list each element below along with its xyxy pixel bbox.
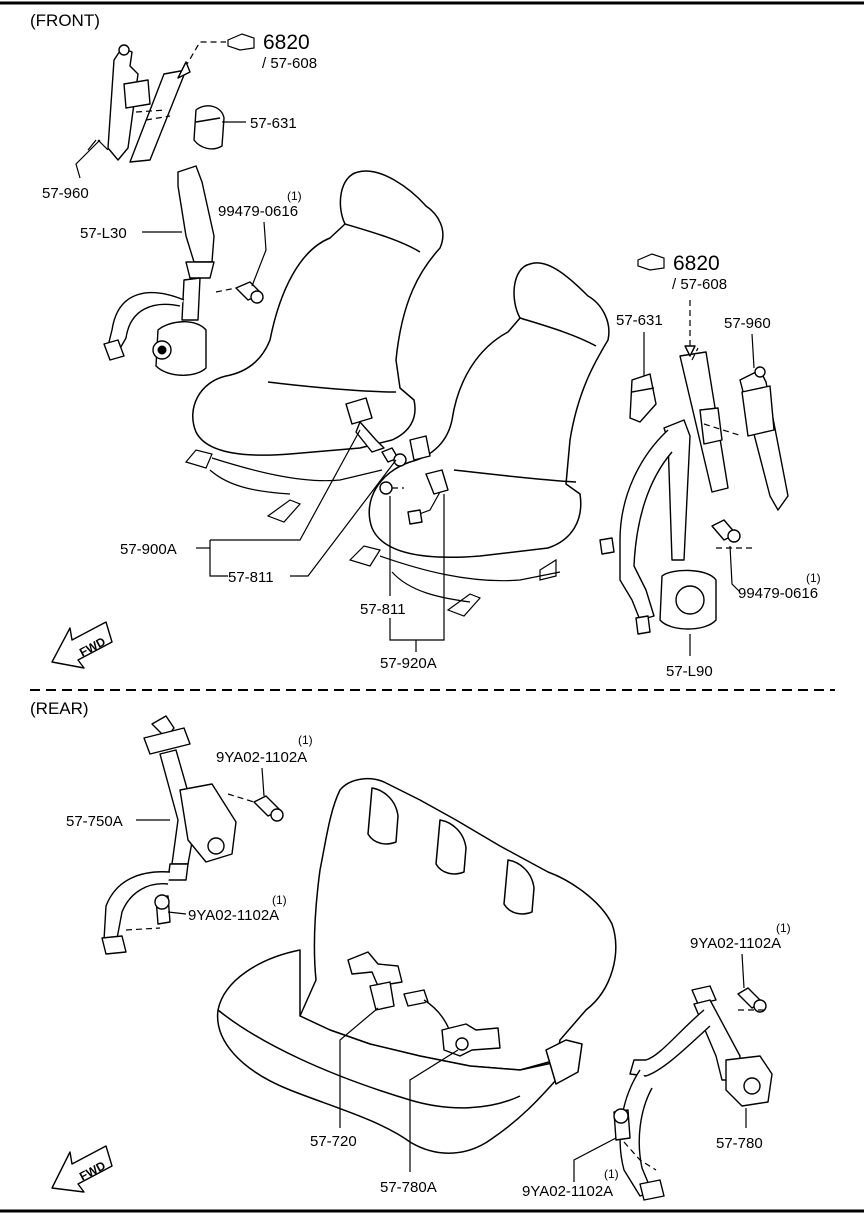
label-f-99479-left: 99479-0616 bbox=[218, 203, 298, 220]
front-right-height-adjuster-57-960 bbox=[703, 366, 789, 511]
label-f-57-l30: 57-L30 bbox=[80, 225, 127, 242]
label-f-57-631-left: 57-631 bbox=[250, 115, 297, 132]
qty-r-9ya02-a: (1) bbox=[298, 733, 313, 747]
front-right-cover-57-631 bbox=[629, 373, 657, 423]
ref-left-sub: / 57-608 bbox=[262, 55, 317, 72]
label-r-9ya02-a: 9YA02-1102A bbox=[216, 749, 307, 766]
label-f-57-l90: 57-L90 bbox=[666, 663, 713, 680]
leader-r-9ya02-c bbox=[741, 953, 745, 989]
label-f-57-920a: 57-920A bbox=[380, 655, 437, 672]
rear-fwd-arrow: FWD bbox=[51, 1145, 113, 1193]
leader-f-57-960-left bbox=[75, 139, 101, 179]
qty-r-9ya02-c: (1) bbox=[776, 921, 791, 935]
front-left-belt-57-l30 bbox=[103, 165, 215, 376]
rear-buckle-57-720 bbox=[347, 951, 403, 1011]
section-title-rear: (REAR) bbox=[30, 699, 89, 718]
label-r-9ya02-b: 9YA02-1102A bbox=[188, 907, 279, 924]
label-r-57-780a: 57-780A bbox=[380, 1179, 437, 1196]
leader-r-57-720 bbox=[339, 1007, 379, 1128]
ref-right-main: 6820 bbox=[673, 252, 720, 275]
label-f-57-900a: 57-900A bbox=[120, 541, 177, 558]
ref-right-sub: / 57-608 bbox=[672, 276, 727, 293]
label-r-57-750a: 57-750A bbox=[66, 813, 123, 830]
front-left-ref-6820: 6820 / 57-608 bbox=[177, 31, 317, 79]
front-left-bolt-99479-0616 bbox=[215, 281, 264, 304]
leader-f-57-900a bbox=[210, 429, 361, 541]
leader-f-57-960-right bbox=[751, 333, 755, 369]
rear-right-bolt-lower bbox=[613, 1108, 657, 1171]
leader-f-57-900a-bracket bbox=[209, 540, 228, 577]
leader-f-57-920a bbox=[389, 494, 445, 641]
rear-left-belt-57-750a bbox=[101, 715, 237, 955]
rear-left-bolt-upper bbox=[227, 793, 284, 822]
label-r-9ya02-c: 9YA02-1102A bbox=[690, 935, 781, 952]
rear-left-bolt-lower bbox=[125, 894, 171, 931]
front-passenger-buckle-57-920a bbox=[379, 435, 449, 525]
front-right-pillar-trim-57-608 bbox=[679, 347, 729, 493]
label-f-57-811-a: 57-811 bbox=[228, 569, 274, 586]
front-left-pillar-trim-57-608 bbox=[129, 69, 187, 163]
label-r-57-720: 57-720 bbox=[310, 1133, 357, 1150]
leader-r-9ya02-b bbox=[167, 911, 187, 915]
front-fwd-arrow: FWD bbox=[51, 621, 113, 669]
label-f-57-631-right: 57-631 bbox=[616, 312, 663, 329]
rear-right-bolt-upper bbox=[737, 987, 767, 1013]
front-right-bolt-99479-0616 bbox=[711, 519, 752, 549]
label-f-57-811-b: 57-811 bbox=[360, 601, 406, 618]
qty-f-99479-left: (1) bbox=[287, 189, 302, 203]
leader-r-9ya02-d bbox=[573, 1137, 617, 1182]
qty-r-9ya02-b: (1) bbox=[272, 893, 287, 907]
front-left-height-adjuster-57-960 bbox=[87, 44, 151, 161]
front-right-belt-57-l90 bbox=[599, 419, 717, 635]
section-title-front: (FRONT) bbox=[30, 11, 100, 30]
leader-f-99479-left bbox=[251, 221, 267, 287]
label-r-57-780: 57-780 bbox=[716, 1135, 763, 1152]
qty-r-9ya02-d: (1) bbox=[604, 1167, 619, 1181]
leader-r-9ya02-a bbox=[261, 767, 265, 797]
rear-bench-seat bbox=[216, 777, 617, 1154]
front-driver-seat bbox=[184, 170, 444, 523]
ref-left-main: 6820 bbox=[263, 31, 310, 54]
label-f-57-960-left: 57-960 bbox=[42, 185, 89, 202]
label-f-99479-right: 99479-0616 bbox=[738, 585, 818, 602]
label-r-9ya02-d: 9YA02-1102A bbox=[522, 1183, 613, 1200]
rear-right-belt-57-780 bbox=[619, 985, 773, 1201]
front-right-ref-6820: 6820 / 57-608 bbox=[637, 252, 727, 357]
leader-r-57-780a bbox=[409, 1049, 459, 1172]
label-f-57-960-right: 57-960 bbox=[724, 315, 771, 332]
front-left-cover-57-631 bbox=[193, 105, 225, 150]
leader-f-57-811-a bbox=[290, 459, 397, 577]
rear-buckle-57-780a bbox=[403, 989, 501, 1057]
front-driver-buckle-57-900a bbox=[345, 397, 399, 463]
leader-f-99479-right bbox=[729, 545, 741, 593]
qty-f-99479-right: (1) bbox=[806, 571, 821, 585]
